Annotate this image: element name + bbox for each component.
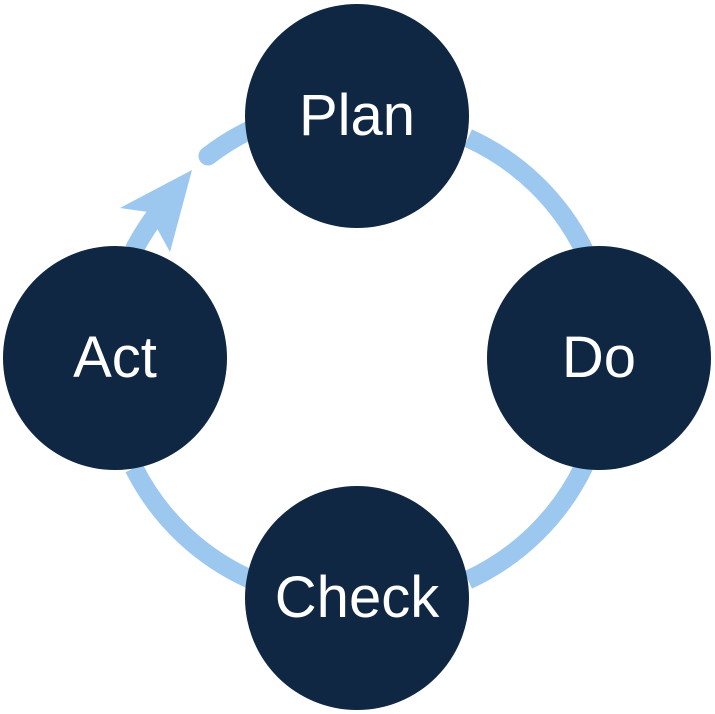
stage-label-check: Check <box>274 565 440 630</box>
stage-node-do: Do <box>487 246 711 470</box>
stage-node-plan: Plan <box>245 4 469 228</box>
stage-node-check: Check <box>245 486 469 710</box>
stage-label-do: Do <box>561 325 637 390</box>
connector-check-to-act <box>125 463 256 589</box>
connector-plan-to-do <box>464 129 593 255</box>
connector-plan-tail <box>198 120 260 166</box>
stage-label-plan: Plan <box>298 83 416 148</box>
stage-label-act: Act <box>73 325 157 390</box>
connector-do-to-check <box>463 461 593 589</box>
arrowhead-icon <box>120 170 192 252</box>
stage-node-act: Act <box>3 246 227 470</box>
